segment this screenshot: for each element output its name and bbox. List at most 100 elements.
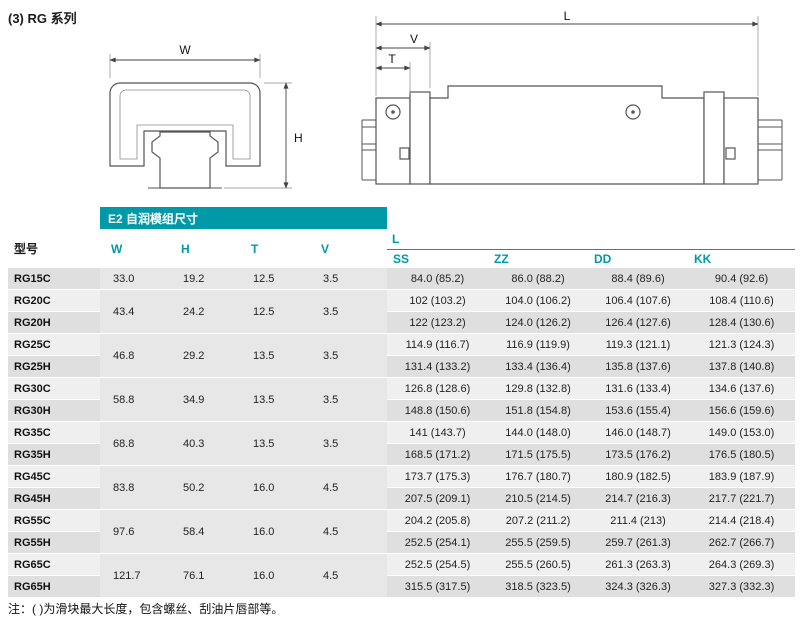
col-header-zz: ZZ [488, 249, 589, 268]
cell-zz: 255.5 (260.5) [488, 553, 589, 576]
right-detail-plate [725, 147, 736, 160]
cell-v: 3.5 [310, 268, 388, 290]
cell-model: RG20H [8, 311, 100, 334]
cell-h: 76.1 [170, 553, 240, 598]
cell-model: RG25H [8, 355, 100, 378]
table-row: RG55C 97.6 58.4 16.0 4.5 204.2 (205.8) 2… [8, 509, 796, 554]
cell-t: 12.5 [240, 289, 310, 334]
cell-kk: 108.4 (110.6) [688, 289, 796, 312]
cell-ss: 141 (143.7) [387, 421, 489, 444]
cell-kk: 128.4 (130.6) [688, 311, 796, 334]
cell-kk: 121.3 (124.3) [688, 333, 796, 356]
cell-v: 3.5 [310, 377, 388, 422]
cell-t: 13.5 [240, 421, 310, 466]
cell-dd: 153.6 (155.4) [588, 399, 689, 422]
cell-v: 4.5 [310, 465, 388, 510]
block-endcap-seam [119, 89, 251, 160]
side-view-diagram: L V T [361, 9, 783, 185]
cell-model: RG65H [8, 575, 100, 598]
footnote: 注：( )为滑块最大长度，包含螺丝、刮油片唇部等。 [8, 602, 284, 616]
cell-w: 121.7 [100, 553, 170, 598]
cell-dd: 126.4 (127.6) [588, 311, 689, 334]
cell-ss: 122 (123.2) [387, 311, 489, 334]
cell-dd: 180.9 (182.5) [588, 465, 689, 488]
cell-v: 3.5 [310, 289, 388, 334]
cell-kk: 176.5 (180.5) [688, 443, 796, 466]
col-header-w: W [100, 229, 170, 268]
cell-h: 50.2 [170, 465, 240, 510]
cell-kk: 134.6 (137.6) [688, 377, 796, 400]
cell-w: 58.8 [100, 377, 170, 422]
dim-h-label: H [294, 131, 303, 145]
cell-ss: 131.4 (133.2) [387, 355, 489, 378]
col-header-v: V [310, 229, 388, 268]
cell-dd: 173.5 (176.2) [588, 443, 689, 466]
block-body [429, 85, 705, 185]
cell-h: 58.4 [170, 509, 240, 554]
cell-dd: 214.7 (216.3) [588, 487, 689, 510]
cell-kk: 137.8 (140.8) [688, 355, 796, 378]
col-header-dd: DD [588, 249, 689, 268]
cell-ss: 168.5 (171.2) [387, 443, 489, 466]
cell-ss: 148.8 (150.6) [387, 399, 489, 422]
cell-dd: 88.4 (89.6) [588, 268, 689, 290]
col-header-t: T [240, 229, 310, 268]
cell-v: 3.5 [310, 333, 388, 378]
cell-ss: 102 (103.2) [387, 289, 489, 312]
cell-zz: 151.8 (154.8) [488, 399, 589, 422]
cell-h: 40.3 [170, 421, 240, 466]
cell-model: RG65C [8, 553, 100, 576]
cell-h: 34.9 [170, 377, 240, 422]
col-header-kk: KK [688, 249, 796, 268]
cell-w: 33.0 [100, 268, 170, 290]
cell-model: RG35H [8, 443, 100, 466]
right-end-cap [703, 91, 725, 185]
cell-model: RG55C [8, 509, 100, 532]
banner-row: E2 自润模组尺寸 [8, 207, 796, 229]
cell-ss: 173.7 (175.3) [387, 465, 489, 488]
cell-model: RG20C [8, 289, 100, 312]
cell-ss: 207.5 (209.1) [387, 487, 489, 510]
cell-h: 29.2 [170, 333, 240, 378]
cell-t: 13.5 [240, 377, 310, 422]
col-header-l: L [387, 229, 796, 250]
cell-dd: 146.0 (148.7) [588, 421, 689, 444]
cell-kk: 149.0 (153.0) [688, 421, 796, 444]
cell-kk: 90.4 (92.6) [688, 268, 796, 290]
cell-kk: 264.3 (269.3) [688, 553, 796, 576]
cell-model: RG30C [8, 377, 100, 400]
rail-cross-section [151, 131, 219, 189]
cell-zz: 207.2 (211.2) [488, 509, 589, 532]
cell-dd: 211.4 (213) [588, 509, 689, 532]
cell-model: RG15C [8, 268, 100, 290]
cell-zz: 176.7 (180.7) [488, 465, 589, 488]
table-row: RG45C 83.8 50.2 16.0 4.5 173.7 (175.3) 1… [8, 465, 796, 510]
cell-dd: 106.4 (107.6) [588, 289, 689, 312]
table-banner: E2 自润模组尺寸 [100, 207, 388, 229]
cell-zz: 255.5 (259.5) [488, 531, 589, 554]
cell-zz: 116.9 (119.9) [488, 333, 589, 356]
cell-h: 24.2 [170, 289, 240, 334]
cell-zz: 129.8 (132.8) [488, 377, 589, 400]
col-header-h: H [170, 229, 240, 268]
cell-kk: 217.7 (221.7) [688, 487, 796, 510]
cell-v: 4.5 [310, 553, 388, 598]
table-row: RG25C 46.8 29.2 13.5 3.5 114.9 (116.7) 1… [8, 333, 796, 378]
cell-ss: 114.9 (116.7) [387, 333, 489, 356]
col-header-ss: SS [387, 249, 489, 268]
dim-w-label: W [179, 43, 191, 57]
table-row: RG15C 33.0 19.2 12.5 3.5 84.0 (85.2) 86.… [8, 268, 796, 290]
cell-ss: 252.5 (254.1) [387, 531, 489, 554]
cell-model: RG45C [8, 465, 100, 488]
cell-h: 19.2 [170, 268, 240, 290]
cell-t: 13.5 [240, 333, 310, 378]
cell-kk: 183.9 (187.9) [688, 465, 796, 488]
cell-t: 16.0 [240, 509, 310, 554]
body-mount-hole-center [631, 110, 635, 114]
cell-model: RG55H [8, 531, 100, 554]
banner-spacer-left [8, 207, 100, 229]
dim-t-label: T [388, 52, 396, 66]
page-title: (3) RG 系列 [8, 11, 77, 26]
dim-l-label: L [564, 9, 571, 23]
cell-kk: 214.4 (218.4) [688, 509, 796, 532]
